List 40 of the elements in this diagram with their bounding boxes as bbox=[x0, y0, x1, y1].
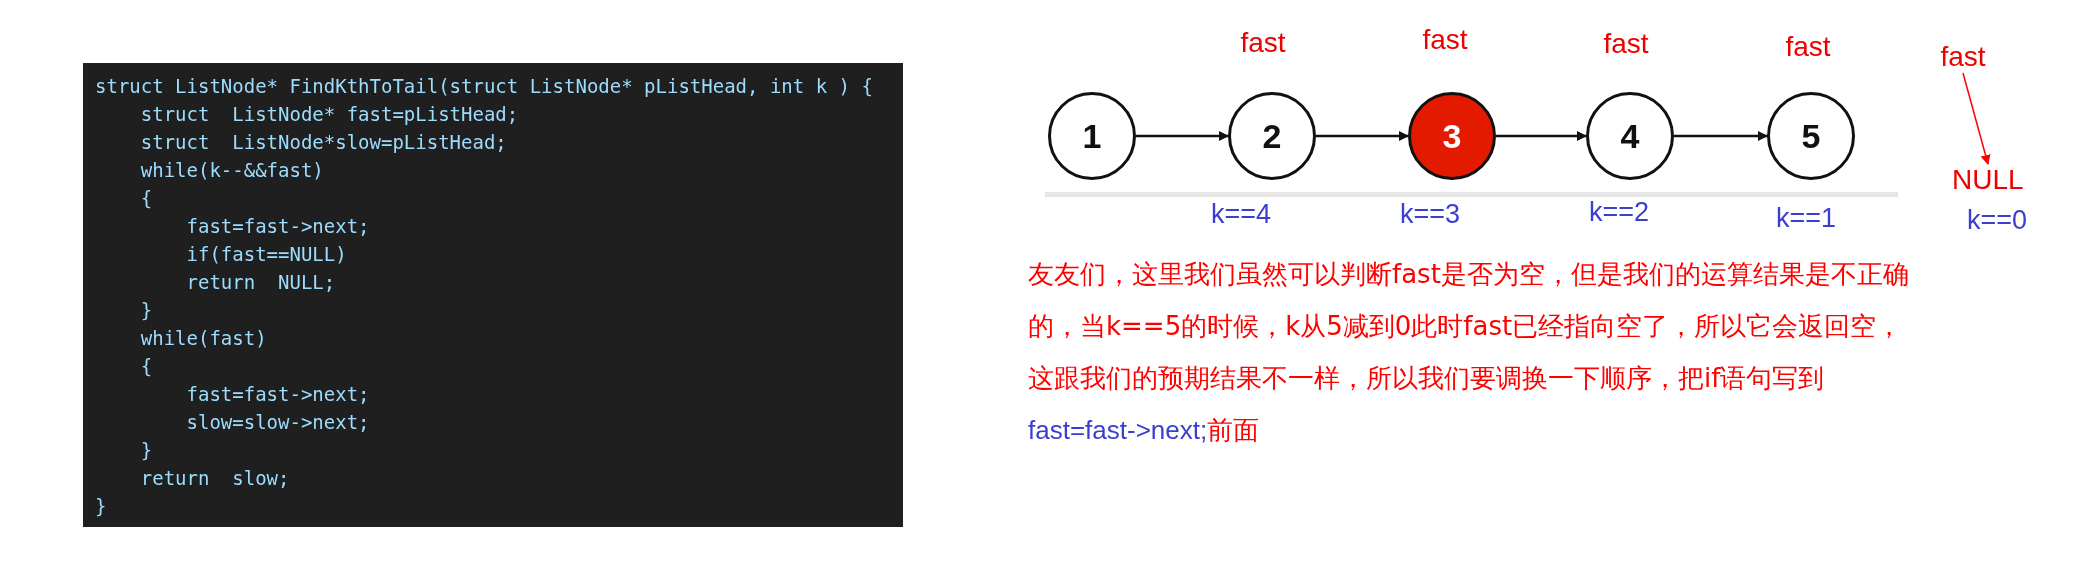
arrow bbox=[1316, 131, 1409, 141]
code-line: { bbox=[139, 355, 153, 377]
code-line: } bbox=[139, 439, 153, 461]
list-node-circle: 4 bbox=[1586, 92, 1674, 180]
counter-label: k==3 bbox=[1400, 198, 1461, 230]
pointer-label: fast bbox=[1240, 27, 1286, 59]
code-line: fast=fast->next; bbox=[185, 215, 370, 237]
code-line: if(fast==NULL) bbox=[185, 243, 347, 265]
list-node-circle: 2 bbox=[1228, 92, 1316, 180]
pointer-label: fast bbox=[1785, 31, 1831, 63]
code-line: { bbox=[139, 187, 153, 209]
arrow bbox=[1962, 72, 1991, 165]
list-node-circle: 3 bbox=[1408, 92, 1496, 180]
counter-label: k==1 bbox=[1776, 202, 1837, 234]
pointer-label: fast bbox=[1422, 24, 1468, 56]
counter-label: k==4 bbox=[1211, 198, 1272, 230]
list-node-circle: 1 bbox=[1048, 92, 1136, 180]
code-line: while(k--&&fast) bbox=[139, 159, 324, 181]
code-line: struct ListNode*slow=pListHead; bbox=[139, 131, 507, 153]
null-label: NULL bbox=[1952, 164, 2024, 196]
code-line: return NULL; bbox=[185, 271, 336, 293]
counter-label: k==2 bbox=[1589, 196, 1650, 228]
arrow bbox=[1674, 131, 1768, 141]
code-line: } bbox=[139, 299, 153, 321]
arrow bbox=[1496, 131, 1587, 141]
code-line: while(fast) bbox=[139, 327, 267, 349]
code-line: return slow; bbox=[139, 467, 290, 489]
explanation-text: 友友们，这里我们虽然可以判断fast是否为空，但是我们的运算结果是不正确的，当k==5的时候，k从5减到0此时fast已经指向空了，所以它会返回空，这跟我们的预期结果不一样，所以我们要调换一下顺序，把if语句写到 bbox=[1028, 259, 1909, 393]
arrow bbox=[1136, 131, 1229, 141]
pointer-label: fast bbox=[1603, 28, 1649, 60]
code-line: struct ListNode* fast=pListHead; bbox=[139, 103, 519, 125]
pointer-label: fast bbox=[1940, 41, 1986, 73]
list-node-circle: 5 bbox=[1767, 92, 1855, 180]
counter-label: k==0 bbox=[1967, 204, 2028, 236]
code-line: slow=slow->next; bbox=[185, 411, 370, 433]
explanation-text: 前面 bbox=[1207, 415, 1260, 445]
code-line: } bbox=[95, 495, 107, 517]
code-line: struct ListNode* FindKthToTail(struct ListNode* pListHead, int k ) { bbox=[95, 75, 873, 97]
inline-code: fast=fast->next; bbox=[1028, 415, 1208, 445]
code-line: fast=fast->next; bbox=[185, 383, 370, 405]
